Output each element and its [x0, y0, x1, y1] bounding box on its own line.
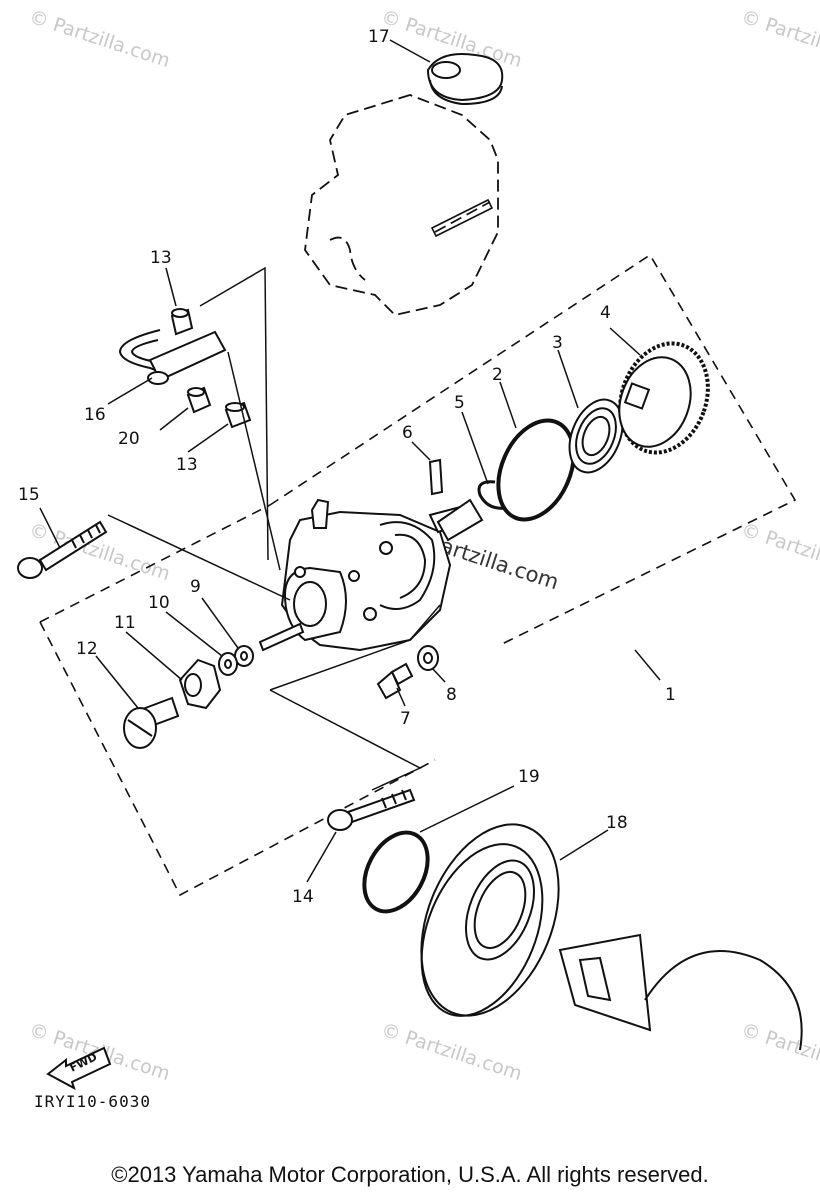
washer-part-10: [218, 652, 238, 676]
assembly-outline: [39, 253, 797, 897]
pipe-leaders: [199, 266, 281, 571]
pump-shaft: [258, 622, 305, 652]
gear-part-4: [618, 341, 710, 455]
leader-lines: [39, 39, 661, 883]
watermark: © Partzilla.com: [378, 1019, 524, 1085]
callout-numbers: 1 2 3 4 5 6 7 8 9 10 11 12 13 13 14 15 1…: [18, 27, 676, 907]
plug-part-17: [426, 53, 504, 106]
fwd-arrow-icon: FWD: [46, 1046, 112, 1091]
washer-part-9: [234, 645, 254, 667]
callout-7: 7: [400, 709, 411, 729]
bolt-part-15: [17, 520, 108, 579]
washer-part-8: [417, 645, 439, 671]
callout-1: 1: [665, 685, 676, 705]
bolt-14-leader: [269, 689, 422, 791]
bearing-part-3: [568, 398, 624, 474]
callout-14: 14: [292, 887, 314, 907]
o-ring-part-2: [496, 418, 576, 522]
callout-13-top: 13: [150, 248, 172, 268]
o-ring-part-19: [362, 830, 430, 914]
copyright-text: ©2013 Yamaha Motor Corporation, U.S.A. A…: [111, 1162, 709, 1187]
callout-11: 11: [114, 613, 136, 633]
callout-9: 9: [190, 577, 201, 597]
watermark: © Partzilla.com: [738, 519, 820, 585]
callout-20: 20: [118, 429, 140, 449]
callout-19: 19: [518, 767, 540, 787]
pump-mount-leader: [269, 604, 441, 691]
circlip-part-5: [477, 480, 506, 510]
callout-18: 18: [606, 813, 628, 833]
crankshaft: [558, 933, 803, 1051]
drive-shaft: [436, 498, 484, 542]
callout-2: 2: [492, 365, 503, 385]
callout-12: 12: [76, 639, 98, 659]
screw-part-12: [123, 696, 180, 749]
callout-16: 16: [84, 405, 106, 425]
callout-15: 15: [18, 485, 40, 505]
callout-13-lower: 13: [176, 455, 198, 475]
nut-part-11: [178, 658, 222, 710]
watermark: © Partzilla.com: [738, 1019, 820, 1085]
callout-4: 4: [600, 303, 611, 323]
pipe-part-16: [118, 329, 227, 385]
callout-5: 5: [454, 393, 465, 413]
callout-8: 8: [446, 685, 457, 705]
bolt-part-7: [376, 662, 414, 700]
collar-part-13-lower: [224, 401, 252, 429]
collar-part-20: [186, 386, 212, 414]
callout-17: 17: [368, 27, 390, 47]
watermark: © Partzilla.com: [26, 6, 172, 72]
reference-code: IRYI10-6030: [34, 1092, 151, 1111]
collar-part-13-top: [170, 308, 194, 336]
bolt-part-14: [327, 788, 416, 831]
callout-3: 3: [552, 333, 563, 353]
callout-10: 10: [148, 593, 170, 613]
callout-6: 6: [402, 423, 413, 443]
crankcase-outline: [304, 94, 499, 316]
seal-part-18: [420, 823, 560, 1017]
pin-part-6: [428, 458, 444, 496]
crankcase-slot: [430, 198, 494, 238]
bolt-15-leader: [107, 514, 291, 601]
watermark: © Partzilla.com: [738, 6, 820, 72]
